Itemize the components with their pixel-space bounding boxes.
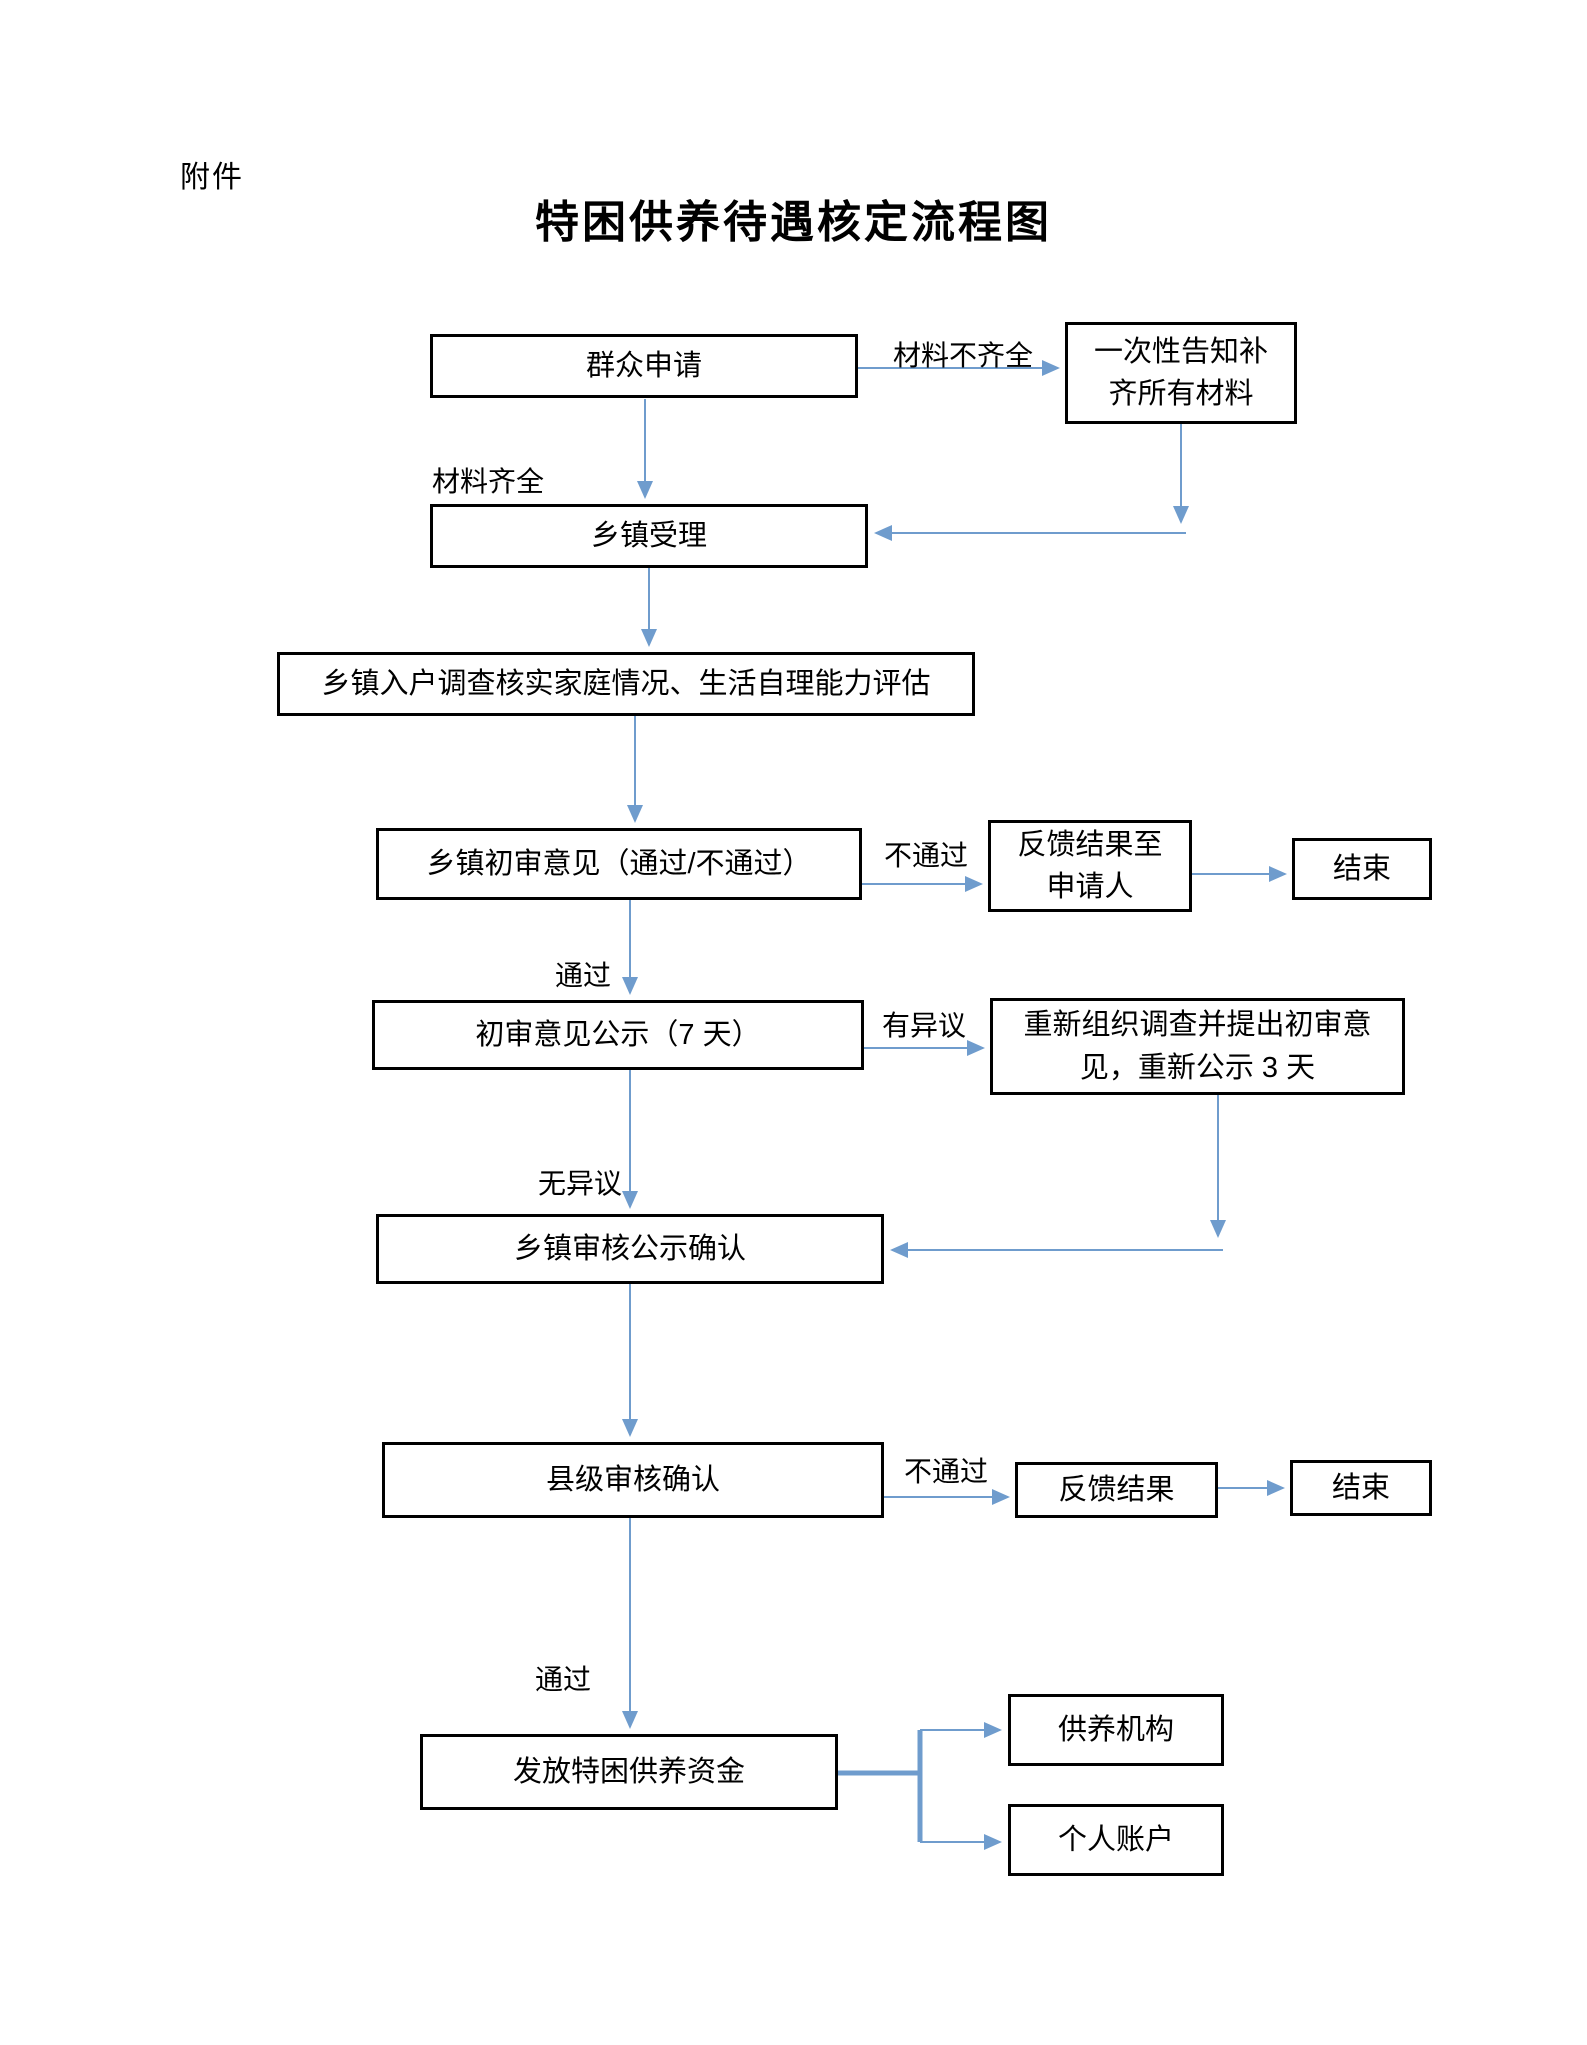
node-apply-label: 群众申请 bbox=[585, 349, 702, 382]
node-feedback-applicant-line-2: 申请人 bbox=[1046, 871, 1134, 903]
node-grant-support-funds: 发放特困供养资金 bbox=[420, 1734, 838, 1810]
node-personal-account: 个人账户 bbox=[1008, 1804, 1224, 1876]
edge-label-pass-1: 通过 bbox=[554, 960, 611, 991]
node-publicity-label: 初审意见公示（7 天） bbox=[475, 1018, 761, 1051]
node-survey-label: 乡镇入户调查核实家庭情况、生活自理能力评估 bbox=[321, 667, 931, 700]
edge-label-not-pass-2: 不通过 bbox=[903, 1456, 988, 1487]
node-county-review-confirm: 县级审核确认 bbox=[382, 1442, 884, 1518]
node-end-2-label: 结束 bbox=[1331, 1471, 1390, 1504]
node-support-institution: 供养机构 bbox=[1008, 1694, 1224, 1766]
node-initial-review-label: 乡镇初审意见（通过/不通过） bbox=[426, 847, 812, 880]
node-reinvestigate: 重新组织调查并提出初审意 见，重新公示 3 天 bbox=[990, 998, 1405, 1095]
node-feedback-applicant-line-1: 反馈结果至 bbox=[1017, 828, 1163, 861]
edge-label-no-objection: 无异议 bbox=[537, 1168, 622, 1199]
node-end-1-label: 结束 bbox=[1332, 852, 1391, 885]
node-reinvestigate-line-1: 重新组织调查并提出初审意 bbox=[1023, 1009, 1372, 1042]
node-accept-label: 乡镇受理 bbox=[590, 519, 707, 552]
node-institution-label: 供养机构 bbox=[1057, 1713, 1174, 1746]
node-notify-line-1: 一次性告知补 bbox=[1093, 335, 1268, 368]
node-personal-account-label: 个人账户 bbox=[1057, 1823, 1174, 1856]
edge-label-not-pass-1: 不通过 bbox=[883, 840, 968, 871]
node-reinvestigate-line-2: 见，重新公示 3 天 bbox=[1079, 1051, 1316, 1084]
node-notify-complete-materials: 一次性告知补 齐所有材料 bbox=[1065, 322, 1297, 424]
node-end-1: 结束 bbox=[1292, 838, 1432, 900]
node-township-confirm-label: 乡镇审核公示确认 bbox=[513, 1232, 746, 1265]
page-title: 特困供养待遇核定流程图 bbox=[535, 198, 1052, 247]
node-feedback-result-label: 反馈结果 bbox=[1058, 1473, 1175, 1506]
node-feedback-result: 反馈结果 bbox=[1015, 1462, 1218, 1518]
node-household-survey: 乡镇入户调查核实家庭情况、生活自理能力评估 bbox=[277, 652, 975, 716]
node-initial-review: 乡镇初审意见（通过/不通过） bbox=[376, 828, 862, 900]
edge-label-pass-2: 通过 bbox=[534, 1664, 591, 1695]
edge-label-materials-complete: 材料齐全 bbox=[432, 466, 545, 497]
attachment-label: 附件 bbox=[180, 161, 244, 194]
node-notify-line-2: 齐所有材料 bbox=[1108, 378, 1254, 410]
node-township-acceptance: 乡镇受理 bbox=[430, 504, 868, 568]
edge-label-materials-incomplete: 材料不齐全 bbox=[892, 340, 1033, 371]
node-grant-funds-label: 发放特困供养资金 bbox=[512, 1755, 745, 1788]
node-end-2: 结束 bbox=[1290, 1460, 1432, 1516]
node-feedback-to-applicant: 反馈结果至 申请人 bbox=[988, 820, 1192, 912]
edge-label-objection: 有异议 bbox=[881, 1010, 966, 1041]
node-apply: 群众申请 bbox=[430, 334, 858, 398]
node-county-confirm-label: 县级审核确认 bbox=[545, 1463, 720, 1496]
node-township-publicity-confirm: 乡镇审核公示确认 bbox=[376, 1214, 884, 1284]
node-publicity-7-days: 初审意见公示（7 天） bbox=[372, 1000, 864, 1070]
